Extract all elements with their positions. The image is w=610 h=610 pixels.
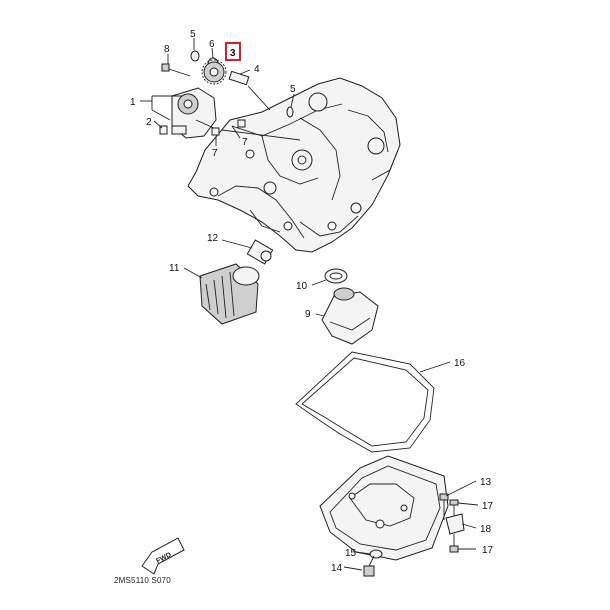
bolt-8 xyxy=(161,63,191,77)
crankcase xyxy=(187,77,401,253)
part-label-1: 1 xyxy=(130,97,136,108)
part-label-11: 11 xyxy=(169,263,180,274)
washer-15 xyxy=(369,549,383,559)
gear-3 xyxy=(201,59,227,85)
part-label-15: 15 xyxy=(345,548,357,559)
fwd-arrow-icon: FWD xyxy=(141,537,185,575)
o-ring-10 xyxy=(324,268,348,284)
bracket-18 xyxy=(445,513,465,535)
part-label-3: 3 xyxy=(230,48,236,59)
oil-filter xyxy=(199,263,260,325)
drain-bolt-14 xyxy=(363,555,375,577)
part-label-4: 4 xyxy=(254,64,260,75)
part-label-18: 18 xyxy=(480,524,492,535)
washer-5 xyxy=(190,50,200,62)
part-label-13: 13 xyxy=(480,477,492,488)
part-label-14: 14 xyxy=(331,563,343,574)
part-label-5: 5 xyxy=(190,29,196,40)
diagram-code: 2MS5110 S070 xyxy=(114,576,171,585)
oil-pump-assembly xyxy=(171,87,217,139)
oil-strainer-9 xyxy=(321,287,379,345)
part-label-8: 8 xyxy=(164,44,170,55)
shaft-4 xyxy=(228,70,271,111)
part-label-2: 2 xyxy=(146,117,152,128)
dowel-7 xyxy=(211,119,301,141)
part-labels: 1 2 3 4 5 5 6 7 7 8 9 10 11 12 13 14 15 … xyxy=(130,29,494,574)
part-label-9: 9 xyxy=(305,309,311,320)
highlight-box xyxy=(225,42,241,61)
oil-pan xyxy=(319,455,449,561)
gasket-16 xyxy=(295,351,435,453)
part-label-6: 6 xyxy=(209,39,215,50)
part-label-7b: 7 xyxy=(212,148,218,159)
leader-lines xyxy=(140,38,479,571)
union-bolt-12 xyxy=(246,239,274,265)
part-label-5b: 5 xyxy=(290,84,296,95)
dowel-2 xyxy=(159,125,168,135)
bolt-17b xyxy=(449,534,459,553)
bolt-13 xyxy=(439,493,449,520)
part-label-17: 17 xyxy=(482,501,494,512)
part-label-16: 16 xyxy=(454,358,466,369)
part-label-12: 12 xyxy=(207,233,219,244)
washer-5b xyxy=(286,106,294,118)
part-label-10: 10 xyxy=(296,281,308,292)
part-label-17b: 17 xyxy=(482,545,494,556)
part-label-7: 7 xyxy=(242,137,248,148)
